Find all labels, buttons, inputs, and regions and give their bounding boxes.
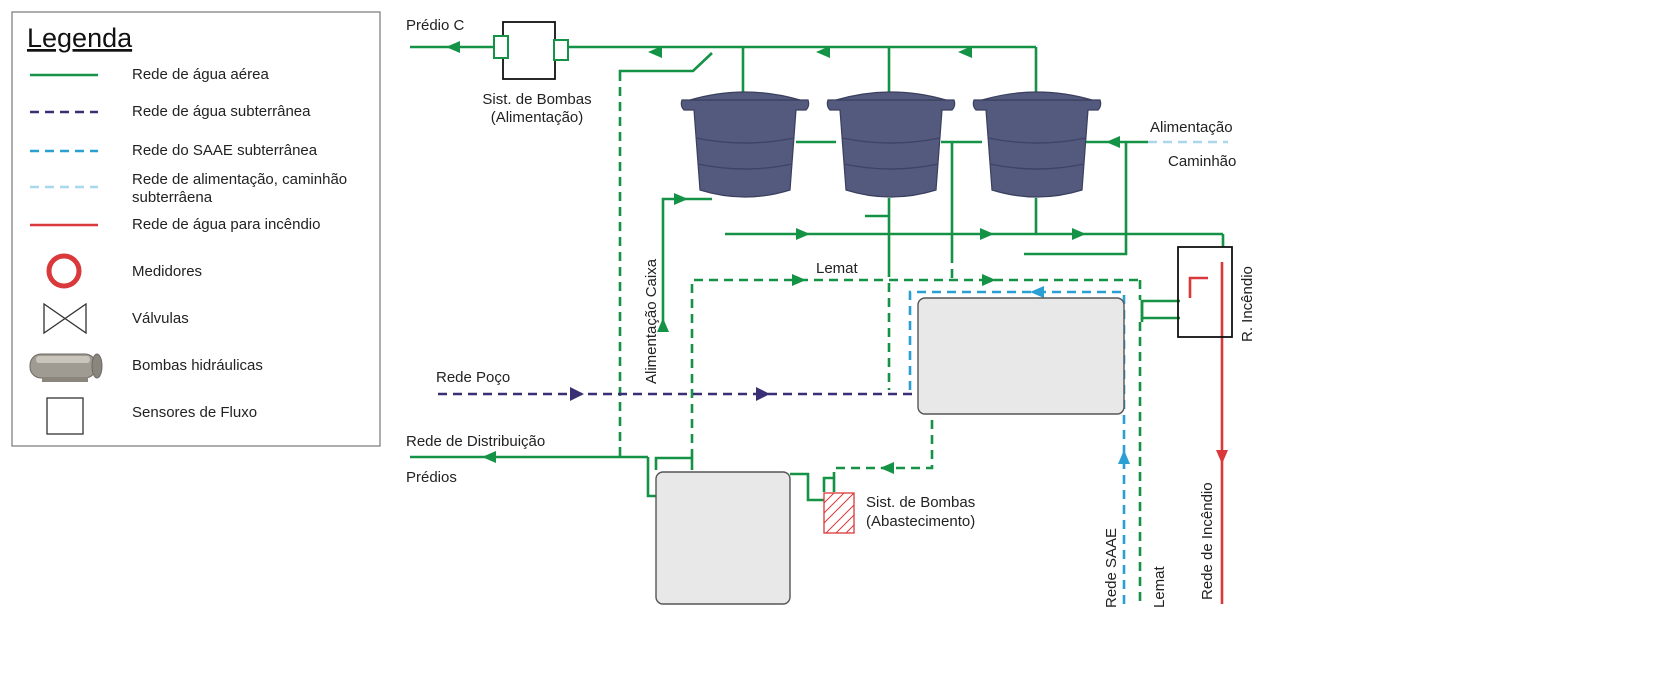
diagram-labels: Prédio C Sist. de Bombas (Alimentação) A… [406,17,1256,608]
underground-water-network [438,72,1142,478]
aerial-water-arrows [446,41,1120,463]
legend-label-flow-sensors: Sensores de Fluxo [132,404,257,421]
legend-label-meters: Medidores [132,263,202,280]
label-rede-poco: Rede Poço [436,369,510,386]
valve-icon [43,302,87,335]
pump-icon [29,353,103,382]
label-caminhao: Caminhão [1168,153,1236,170]
label-r-incendio: R. Incêndio [1239,266,1256,342]
label-feed-pumps-1: Sist. de Bombas [482,91,591,108]
water-tank-2 [826,91,956,198]
legend-label-underground: Rede de água subterrânea [132,103,311,120]
saae-network [908,140,1228,604]
water-tank-3 [972,91,1102,198]
label-supply-pumps-1: Sist. de Bombas [866,494,975,511]
fire-network [1188,262,1228,604]
legend: Legenda Rede de água aérea Rede de água … [11,11,381,447]
label-predio-c: Prédio C [406,17,465,34]
label-rede-distribuicao: Rede de Distribuição [406,433,545,450]
flow-sensor-fire [1177,246,1233,338]
legend-label-saae: Rede do SAAE subterrânea [132,142,318,159]
lower-reservoir [655,471,791,605]
legend-label-pumps: Bombas hidráulicas [132,357,263,374]
flow-sensor-feed-pumps [493,21,569,80]
label-rede-saae: Rede SAAE [1103,528,1120,608]
meter-ring-icon [46,253,82,289]
legend-label-fire: Rede de água para incêndio [132,216,320,233]
legend-label-aerial: Rede de água aérea [132,66,269,83]
label-alimentacao: Alimentação [1150,119,1233,136]
upper-reservoir [917,297,1125,415]
label-supply-pumps-2: (Abastecimento) [866,513,975,530]
legend-title: Legenda [27,23,133,53]
label-rede-incendio: Rede de Incêndio [1199,482,1216,600]
legend-label-valves: Válvulas [132,310,189,327]
label-lemat-bottom: Lemat [1151,565,1168,608]
label-feed-pumps-2: (Alimentação) [491,109,584,126]
label-predios: Prédios [406,469,457,486]
water-tank-1 [680,91,810,198]
flow-sensor-icon [46,397,84,435]
label-alimentacao-caixa: Alimentação Caixa [643,258,660,384]
supply-pump-set [823,492,855,534]
label-lemat-top: Lemat [816,260,859,277]
